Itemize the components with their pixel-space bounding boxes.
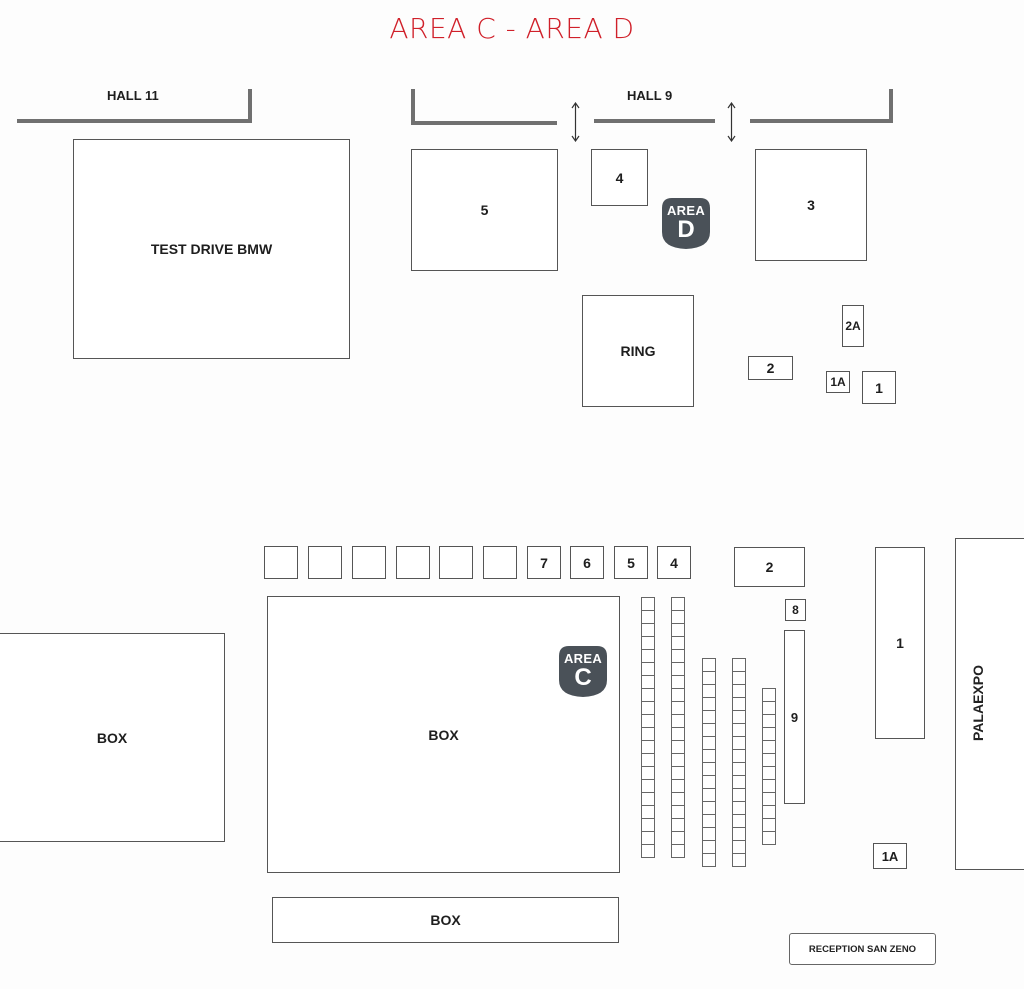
ring-area[interactable]: RING xyxy=(582,295,694,407)
reception-san-zeno[interactable]: RECEPTION SAN ZENO xyxy=(789,933,936,965)
area-c-stall-1[interactable]: 1 xyxy=(875,547,925,739)
area-c-badge-letter: C xyxy=(574,664,592,691)
area-d-stall-2a[interactable]: 2A xyxy=(842,305,864,347)
badge-shape-icon xyxy=(662,198,710,249)
map-title: AREA C - AREA D xyxy=(389,12,635,45)
area-c-small-stall[interactable] xyxy=(439,546,473,579)
area-c-stall-1a[interactable]: 1A xyxy=(873,843,907,869)
area-d-badge-word: AREA xyxy=(666,203,706,218)
hall-9-wall-left-vertical xyxy=(411,89,415,125)
area-c-stall-2[interactable]: 2 xyxy=(734,547,805,587)
palaexpo-label: PALAEXPO xyxy=(970,665,986,741)
hall-9-wall-left xyxy=(411,121,557,125)
area-c-stall-8[interactable]: 8 xyxy=(785,599,806,621)
area-c-small-stall[interactable] xyxy=(308,546,342,579)
hall-9-wall-middle xyxy=(594,119,715,123)
area-c-stall-7[interactable]: 7 xyxy=(527,546,561,579)
area-d-stall-1[interactable]: 1 xyxy=(862,371,896,404)
area-d-stall-3[interactable]: 3 xyxy=(755,149,867,261)
palaexpo-building[interactable] xyxy=(955,538,1024,870)
area-c-stall-5[interactable]: 5 xyxy=(614,546,648,579)
stall-grid-column[interactable] xyxy=(732,658,746,867)
area-c-badge-word: AREA xyxy=(563,651,603,666)
area-c-small-stall[interactable] xyxy=(396,546,430,579)
hall-9-label: HALL 9 xyxy=(627,88,673,103)
stall-grid-column[interactable] xyxy=(702,658,716,867)
area-c-small-stall[interactable] xyxy=(483,546,517,579)
area-d-stall-4[interactable]: 4 xyxy=(591,149,648,206)
area-c-box-main[interactable]: BOX xyxy=(267,596,620,873)
stall-grid-column[interactable] xyxy=(762,688,776,845)
area-c-stall-6[interactable]: 6 xyxy=(570,546,604,579)
hall-11-label: HALL 11 xyxy=(107,88,159,103)
area-d-stall-2[interactable]: 2 xyxy=(748,356,793,380)
area-d-badge: AREA D xyxy=(660,196,712,250)
hall-9-wall-right-vertical xyxy=(889,89,893,123)
hall-9-wall-right xyxy=(750,119,893,123)
stall-grid-column[interactable] xyxy=(641,597,655,858)
area-c-small-stall[interactable] xyxy=(352,546,386,579)
stall-grid-column[interactable] xyxy=(671,597,685,858)
hall-11-wall-vertical xyxy=(248,89,252,123)
area-c-small-stall[interactable] xyxy=(264,546,298,579)
entrance-arrow-icon xyxy=(727,102,736,142)
badge-shape-icon xyxy=(559,646,607,697)
area-c-stall-4[interactable]: 4 xyxy=(657,546,691,579)
area-d-stall-1a[interactable]: 1A xyxy=(826,371,850,393)
area-c-badge: AREA C xyxy=(557,644,609,698)
area-d-badge-letter: D xyxy=(677,216,695,243)
entrance-arrow-icon xyxy=(571,102,580,142)
area-d-stall-5[interactable]: 5 xyxy=(411,149,558,271)
hall-11-wall-horizontal xyxy=(17,119,252,123)
area-c-stall-9[interactable]: 9 xyxy=(784,630,805,804)
area-c-box-left[interactable]: BOX xyxy=(0,633,225,842)
area-c-box-bottom[interactable]: BOX xyxy=(272,897,619,943)
test-drive-bmw-area[interactable]: TEST DRIVE BMW xyxy=(73,139,350,359)
